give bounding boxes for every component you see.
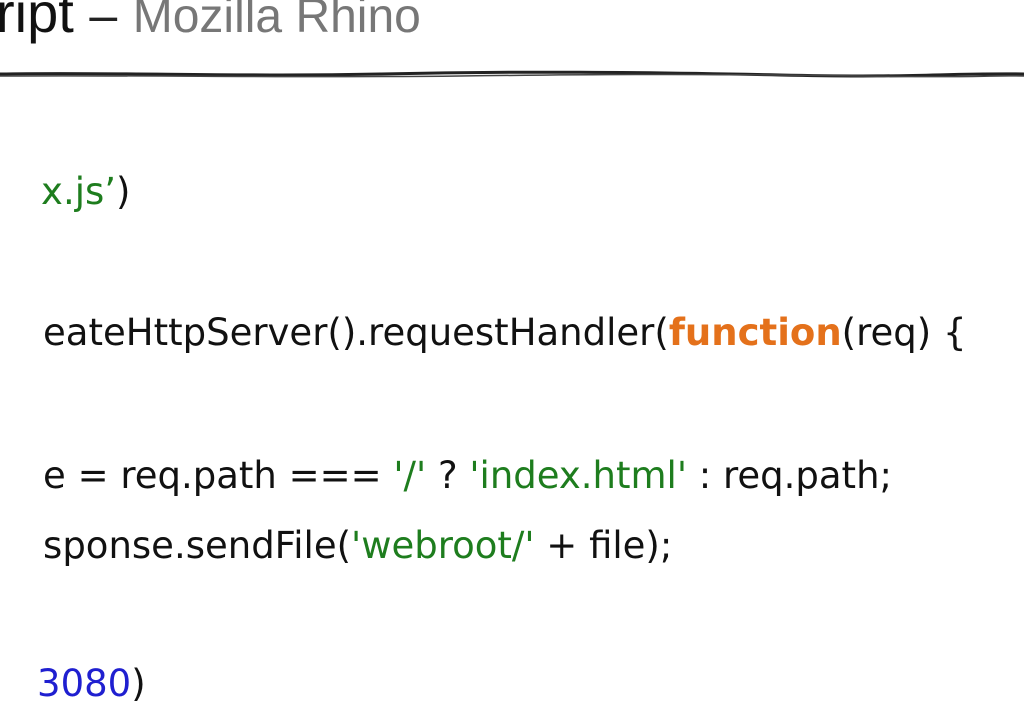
code-string: x.js’ [41,170,117,213]
code-string: '/' [393,454,427,497]
code-text: sponse.sendFile( [43,524,352,567]
title-divider [0,70,1024,78]
code-number: 3080 [37,662,132,705]
code-line-4: sponse.sendFile('webroot/' + file); [0,474,672,618]
code-keyword: function [668,311,842,354]
code-string: 'index.html' [469,454,687,497]
code-line-5: 3080) [0,612,146,724]
code-line-3: e = req.path === '/' ? 'index.html' : re… [0,404,892,548]
title-subtitle: Mozilla Rhino [132,0,421,43]
title-separator: – [89,0,118,43]
slide-title: cript – Mozilla Rhino [0,0,421,52]
code-text: : req.path; [687,454,892,497]
code-string: 'webroot/' [351,524,535,567]
code-text: eateHttpServer().requestHandler( [43,311,669,354]
code-text: + file); [534,524,673,567]
code-line-1: x.js’) [0,120,130,264]
title-text: cript [0,0,74,44]
code-line-2: eateHttpServer().requestHandler(function… [0,261,967,405]
code-text: e = req.path === [43,454,394,497]
code-text: ) [116,170,131,213]
code-text: ) [131,662,146,705]
code-text: ? [426,454,470,497]
code-text: (req) { [841,311,967,354]
